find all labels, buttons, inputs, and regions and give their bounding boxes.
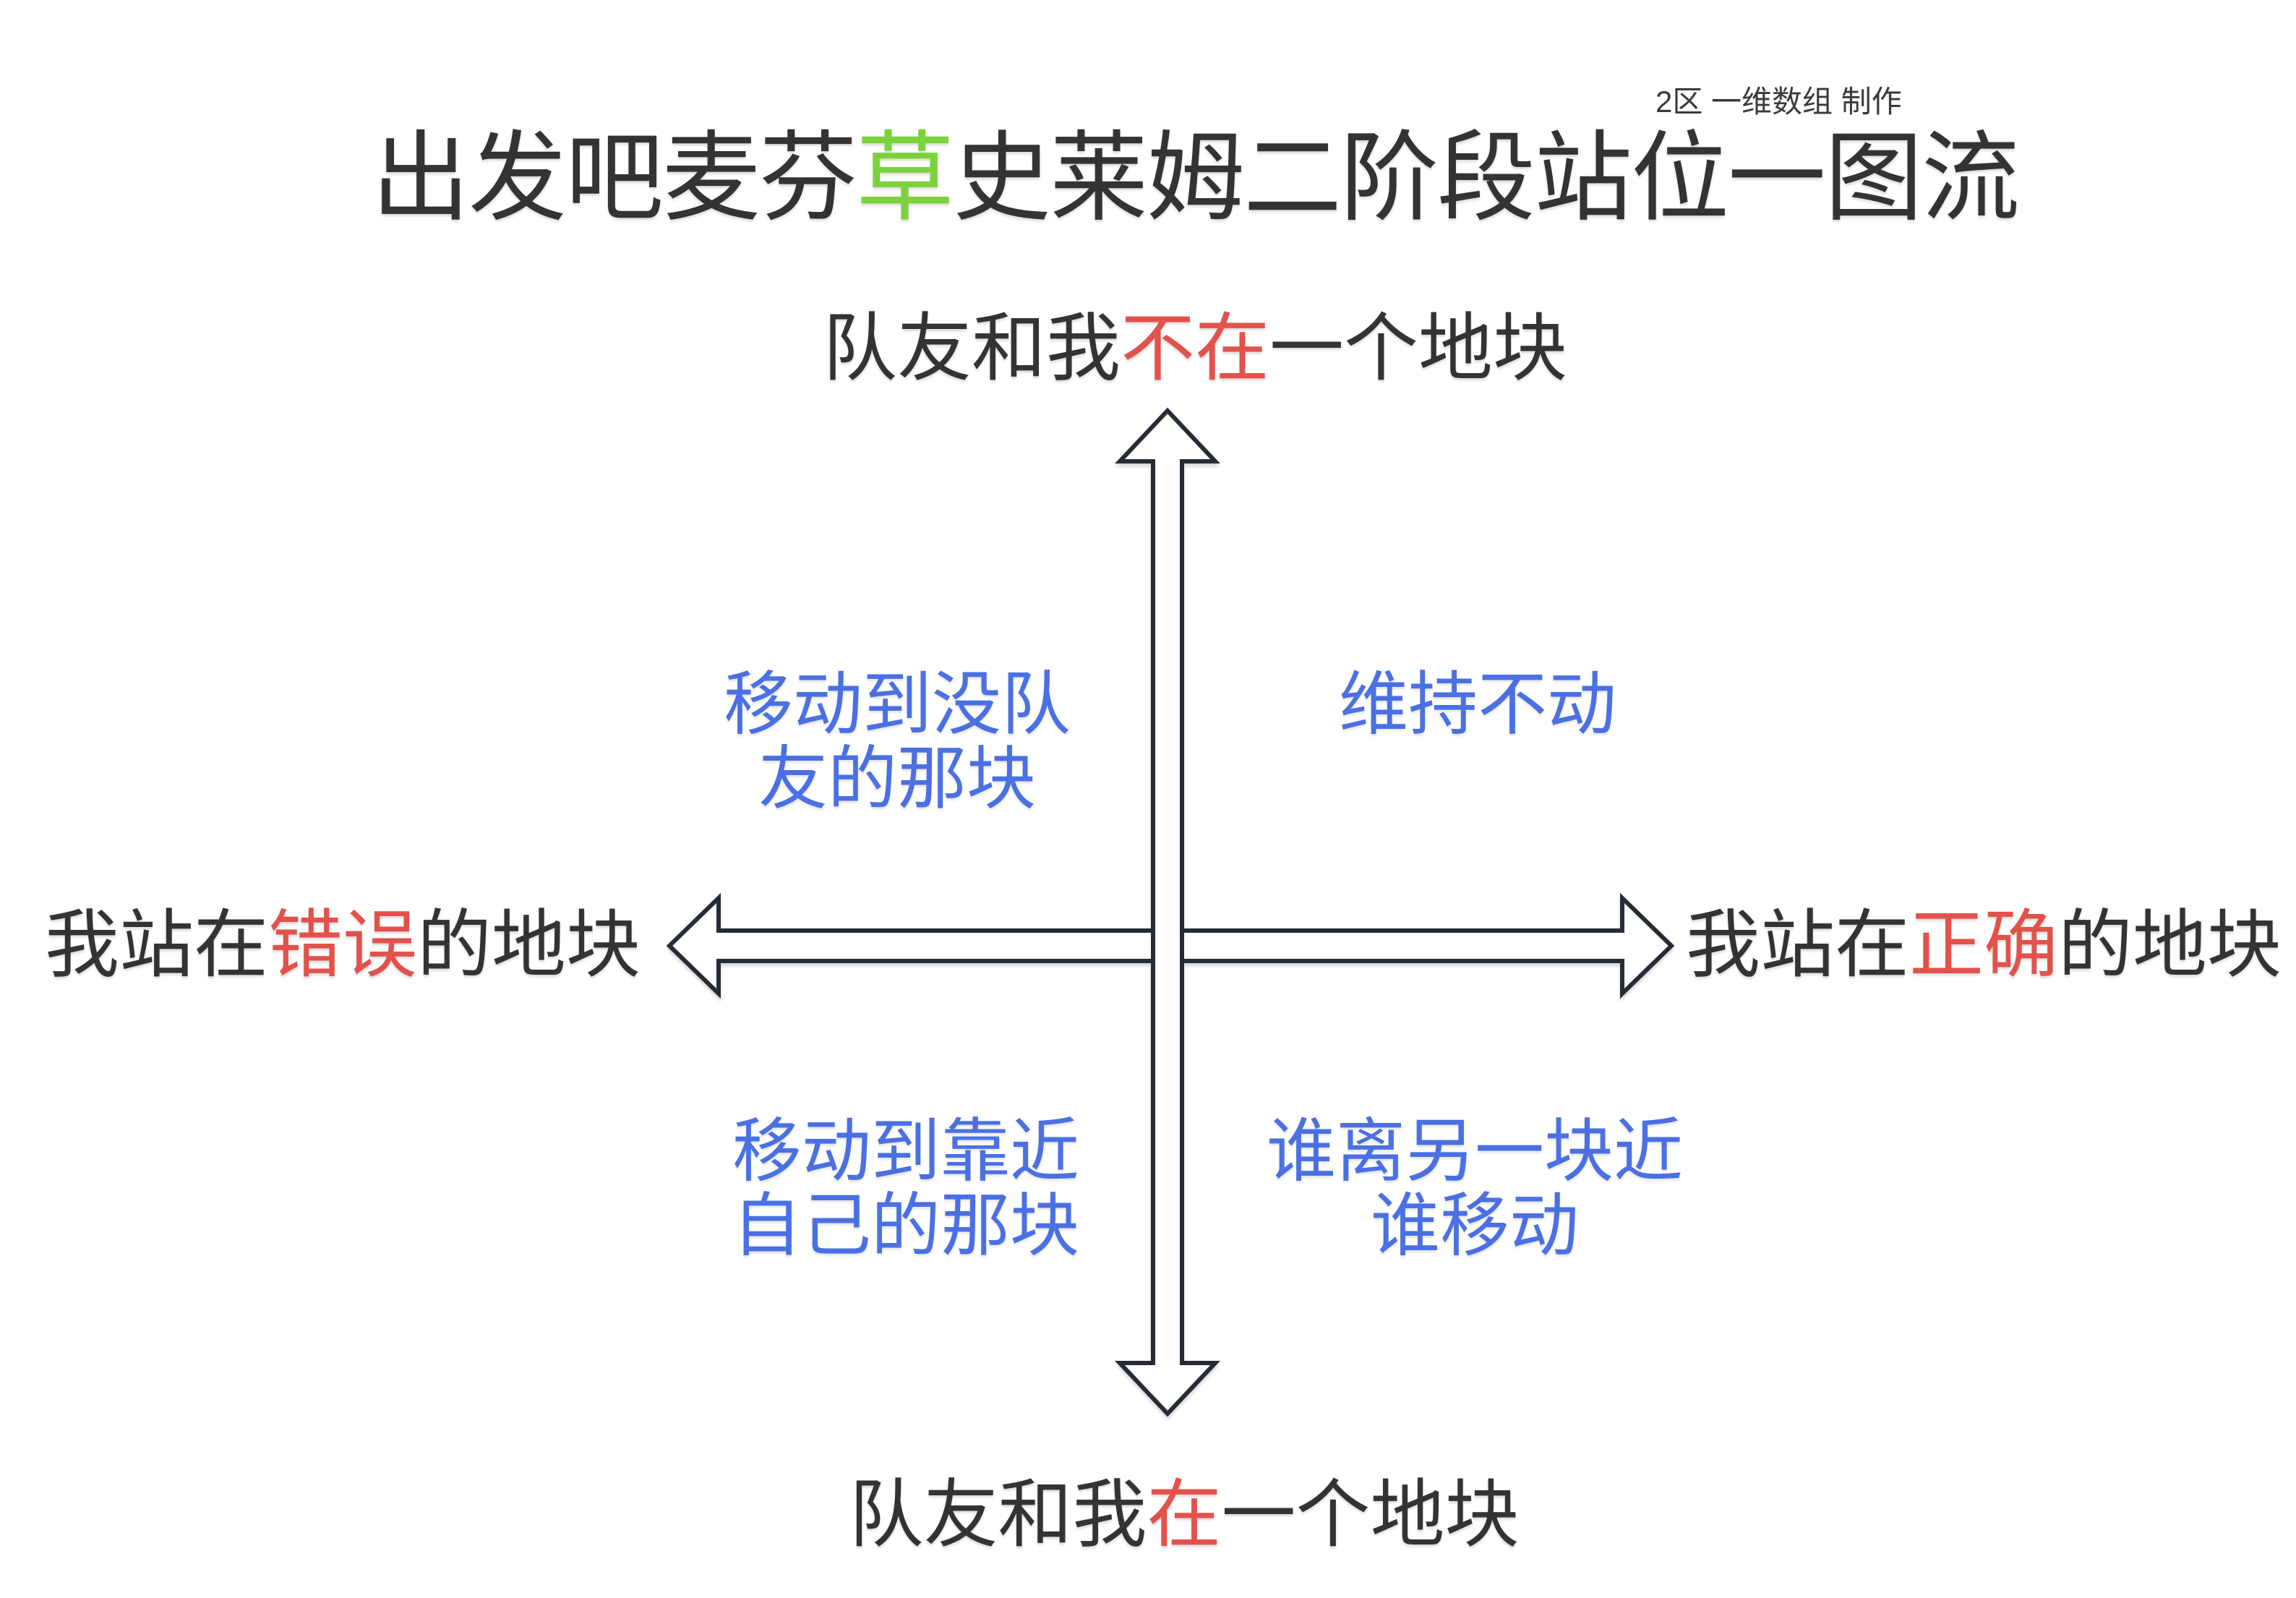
title-highlight: 草 xyxy=(856,123,954,233)
quadrant-top-left-line2: 友的那块 xyxy=(758,740,1036,818)
title-prefix: 出发吧麦芬 xyxy=(372,123,857,233)
quadrant-bottom-left-line1: 移动到靠近 xyxy=(732,1113,1079,1190)
quadrant-bottom-left-text: 移动到靠近 自己的那块 xyxy=(732,1114,1079,1263)
quadrant-bottom-right-text: 谁离另一块近 谁移动 xyxy=(1267,1114,1683,1263)
axis-left-highlight: 错误 xyxy=(268,903,417,986)
quadrant-top-left-text: 移动到没队 友的那块 xyxy=(724,667,1071,816)
quadrant-top-left-line1: 移动到没队 xyxy=(724,666,1071,743)
axis-top-suffix: 一个地块 xyxy=(1269,307,1567,390)
axis-left-suffix: 的地块 xyxy=(417,903,641,986)
axis-top-prefix: 队友和我 xyxy=(823,307,1121,390)
axis-bottom-prefix: 队友和我 xyxy=(849,1473,1147,1556)
quadrant-bottom-left-line2: 自己的那块 xyxy=(732,1187,1079,1265)
axis-bottom-suffix: 一个地块 xyxy=(1221,1473,1520,1556)
axis-label-left: 我站在错误的地块 xyxy=(45,907,641,982)
title-suffix: 史莱姆二阶段站位一图流 xyxy=(953,123,2020,233)
quadrant-bottom-right-line2: 谁移动 xyxy=(1371,1187,1579,1265)
axis-label-top: 队友和我不在一个地块 xyxy=(823,311,1567,385)
axis-bottom-highlight: 在 xyxy=(1147,1473,1222,1556)
quadrant-bottom-right-line1: 谁离另一块近 xyxy=(1267,1113,1683,1190)
axis-right-highlight: 正确 xyxy=(1909,903,2058,986)
quadrant-top-right-text: 维持不动 xyxy=(1339,667,1616,742)
page-title: 出发吧麦芬草史莱姆二阶段站位一图流 xyxy=(372,129,2020,227)
axis-top-highlight: 不在 xyxy=(1121,307,1269,390)
vertical-axis-arrow-icon xyxy=(1115,407,1220,1417)
axis-left-prefix: 我站在 xyxy=(45,903,268,986)
axis-right-suffix: 的地块 xyxy=(2058,903,2282,986)
credit-text: 2区 一维数组 制作 xyxy=(1655,85,1902,119)
axis-label-bottom: 队友和我在一个地块 xyxy=(849,1477,1520,1552)
quadrant-top-right-line1: 维持不动 xyxy=(1339,666,1616,743)
axis-label-right: 我站在正确的地块 xyxy=(1686,907,2282,982)
axis-right-prefix: 我站在 xyxy=(1686,903,1909,986)
